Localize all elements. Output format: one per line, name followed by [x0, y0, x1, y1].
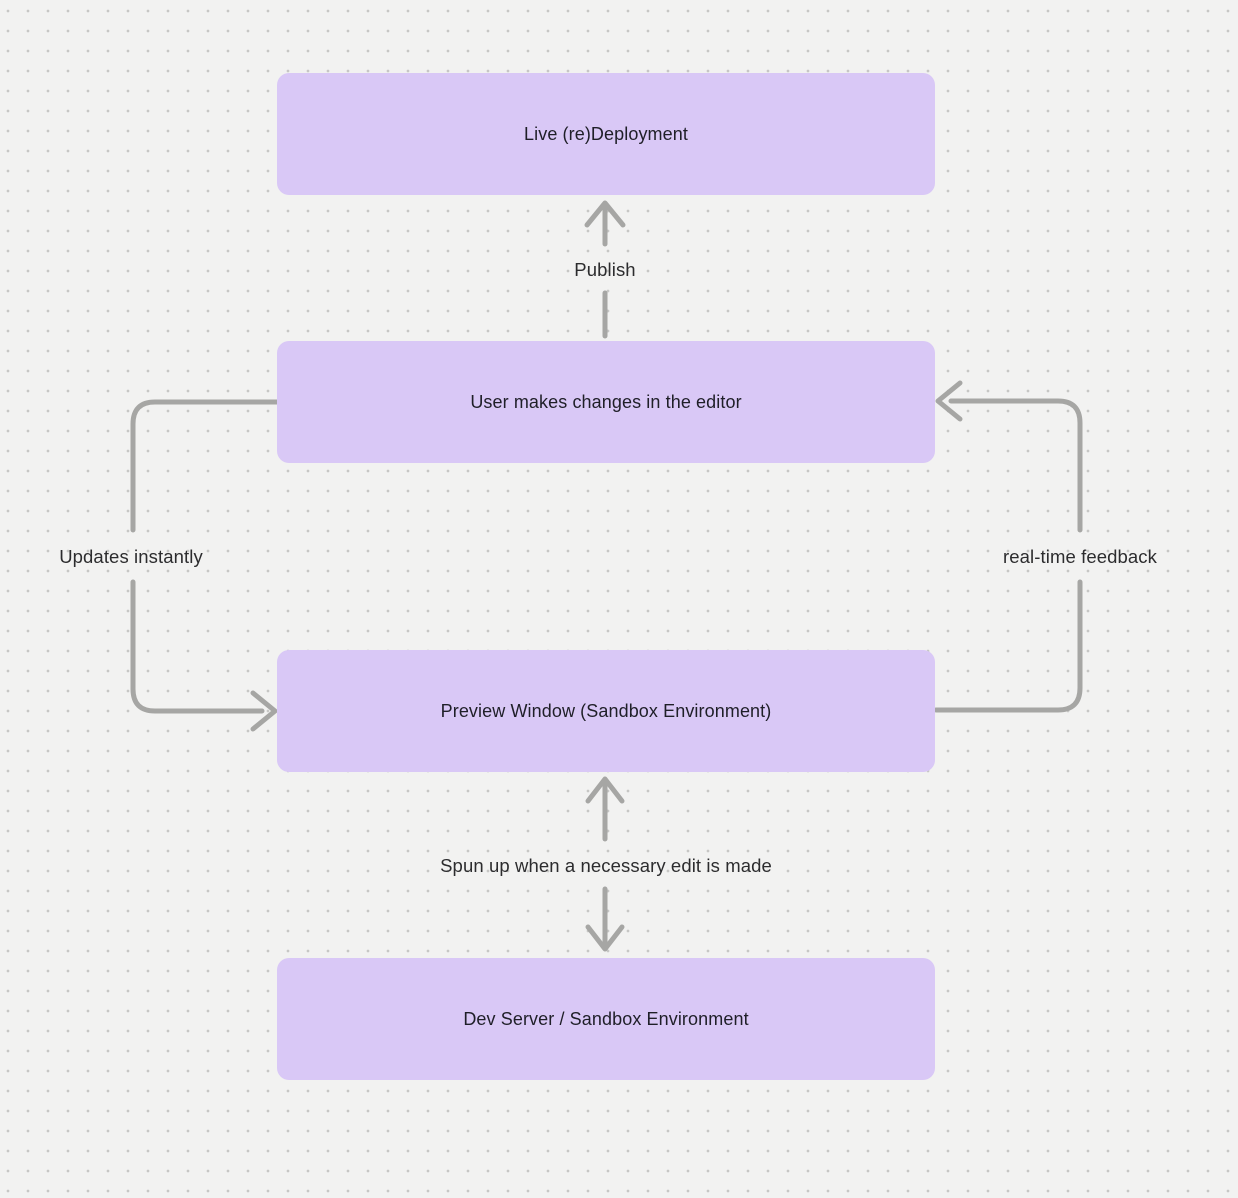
spun-up-arrowhead-up[interactable] [585, 776, 625, 804]
node-live-redeployment-label: Live (re)Deployment [524, 123, 688, 144]
edge-updates-instantly-arrow[interactable] [130, 399, 280, 732]
edge-label-real-time-feedback: real-time feedback [1003, 546, 1157, 567]
edge-label-updates-instantly: Updates instantly [59, 546, 203, 567]
node-preview-window-label: Preview Window (Sandbox Environment) [440, 700, 772, 721]
node-dev-server-label: Dev Server / Sandbox Environment [463, 1008, 749, 1029]
edge-real-time-feedback-arrow[interactable] [933, 380, 1083, 713]
feedback-arrowhead-left[interactable] [935, 380, 963, 422]
feedback-line-upper[interactable] [948, 398, 1083, 533]
node-dev-server[interactable]: Dev Server / Sandbox Environment [277, 958, 935, 1080]
edge-label-publish: Publish [574, 259, 636, 280]
updates-arrowhead-right[interactable] [250, 690, 278, 732]
edge-spun-up-arrow[interactable] [585, 776, 625, 952]
edge-publish-arrow[interactable] [584, 200, 626, 339]
node-user-editor-label: User makes changes in the editor [470, 391, 742, 412]
feedback-line-lower[interactable] [933, 579, 1083, 713]
updates-line-lower[interactable] [130, 579, 265, 714]
spun-up-arrowhead-down[interactable] [585, 924, 625, 952]
node-preview-window[interactable]: Preview Window (Sandbox Environment) [277, 650, 935, 772]
publish-arrowhead-up[interactable] [584, 200, 626, 228]
node-user-editor[interactable]: User makes changes in the editor [277, 341, 935, 463]
updates-line-upper[interactable] [130, 399, 280, 533]
node-live-redeployment[interactable]: Live (re)Deployment [277, 73, 935, 195]
edge-label-spun-up: Spun up when a necessary edit is made [440, 855, 772, 876]
